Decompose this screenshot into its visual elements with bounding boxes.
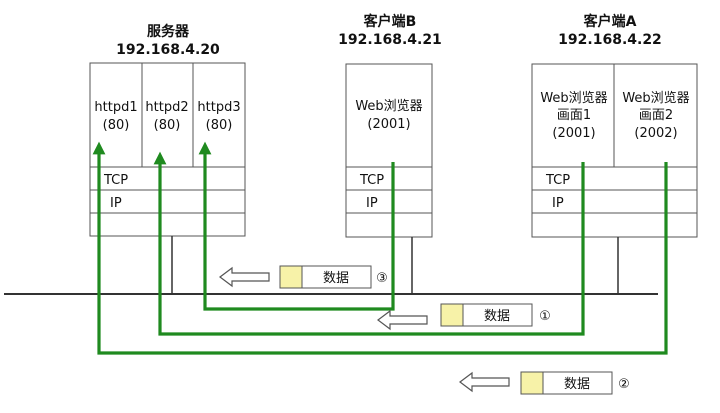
packet-2-marker: ② — [618, 377, 630, 392]
client-a-app2-line1: Web浏览器 — [622, 90, 689, 106]
packet-2-label: 数据 — [564, 377, 590, 392]
client-b-frame — [345, 63, 433, 238]
packet-2-header — [520, 371, 544, 395]
httpd1-port: (80) — [103, 118, 130, 133]
client-a-app1-line1: Web浏览器 — [540, 90, 607, 106]
httpd2-port: (80) — [154, 118, 181, 133]
connection-paths — [92, 141, 668, 355]
client-a-ip-layer: IP — [552, 196, 564, 211]
server-ip: 192.168.4.20 — [116, 42, 220, 58]
left-arrow-icon — [459, 371, 510, 393]
server-ip-layer: IP — [110, 196, 122, 211]
client-a-tcp-layer: TCP — [545, 173, 570, 188]
packet-1: 数据 ① — [377, 303, 551, 331]
packet-1-header — [440, 303, 464, 327]
packet-3-header — [279, 265, 303, 289]
httpd1-name: httpd1 — [94, 100, 137, 115]
client-a-app2-line2: 画面2 — [639, 108, 673, 123]
client-a-app1-line2: 画面1 — [557, 108, 591, 123]
packet-3-label: 数据 — [323, 271, 349, 286]
client-a-host: Web浏览器 画面1 (2001) Web浏览器 画面2 (2002) TCP … — [531, 63, 698, 238]
path-client-a-screen2-to-httpd1 — [92, 141, 668, 355]
server-frame — [89, 62, 246, 237]
client-b-host: Web浏览器 (2001) TCP IP — [345, 63, 433, 238]
client-a-app2-port: (2002) — [634, 126, 677, 141]
packet-1-label: 数据 — [484, 309, 510, 324]
client-b-ip-layer: IP — [366, 196, 378, 211]
server-header: 服务器 192.168.4.20 — [116, 23, 220, 58]
client-a-header: 客户端A 192.168.4.22 — [558, 13, 662, 48]
path-client-a-screen1-to-httpd2 — [153, 151, 585, 336]
client-b-ip: 192.168.4.21 — [338, 32, 442, 48]
packet-3: 数据 ③ — [219, 265, 388, 289]
client-b-title: 客户端B — [363, 13, 417, 30]
network — [4, 236, 658, 295]
left-arrow-icon — [377, 309, 428, 331]
client-a-title: 客户端A — [583, 13, 637, 30]
httpd2-name: httpd2 — [145, 100, 188, 115]
client-a-app1-port: (2001) — [552, 126, 595, 141]
client-b-tcp-layer: TCP — [359, 173, 384, 188]
packet-2: 数据 ② — [459, 371, 630, 395]
httpd3-port: (80) — [206, 118, 233, 133]
path-client-b-to-httpd3 — [198, 141, 395, 311]
client-b-app-line1: Web浏览器 — [355, 98, 422, 114]
server-host: httpd1 (80) httpd2 (80) httpd3 (80) TCP … — [89, 62, 246, 237]
client-a-ip: 192.168.4.22 — [558, 32, 662, 48]
server-title: 服务器 — [147, 23, 190, 40]
client-b-app-port: (2001) — [367, 117, 410, 132]
server-tcp-layer: TCP — [103, 173, 128, 188]
left-arrow-icon — [219, 266, 270, 288]
packet-3-marker: ③ — [376, 271, 388, 286]
client-b-header: 客户端B 192.168.4.21 — [338, 13, 442, 48]
packet-1-marker: ① — [539, 309, 551, 324]
httpd3-name: httpd3 — [197, 100, 240, 115]
